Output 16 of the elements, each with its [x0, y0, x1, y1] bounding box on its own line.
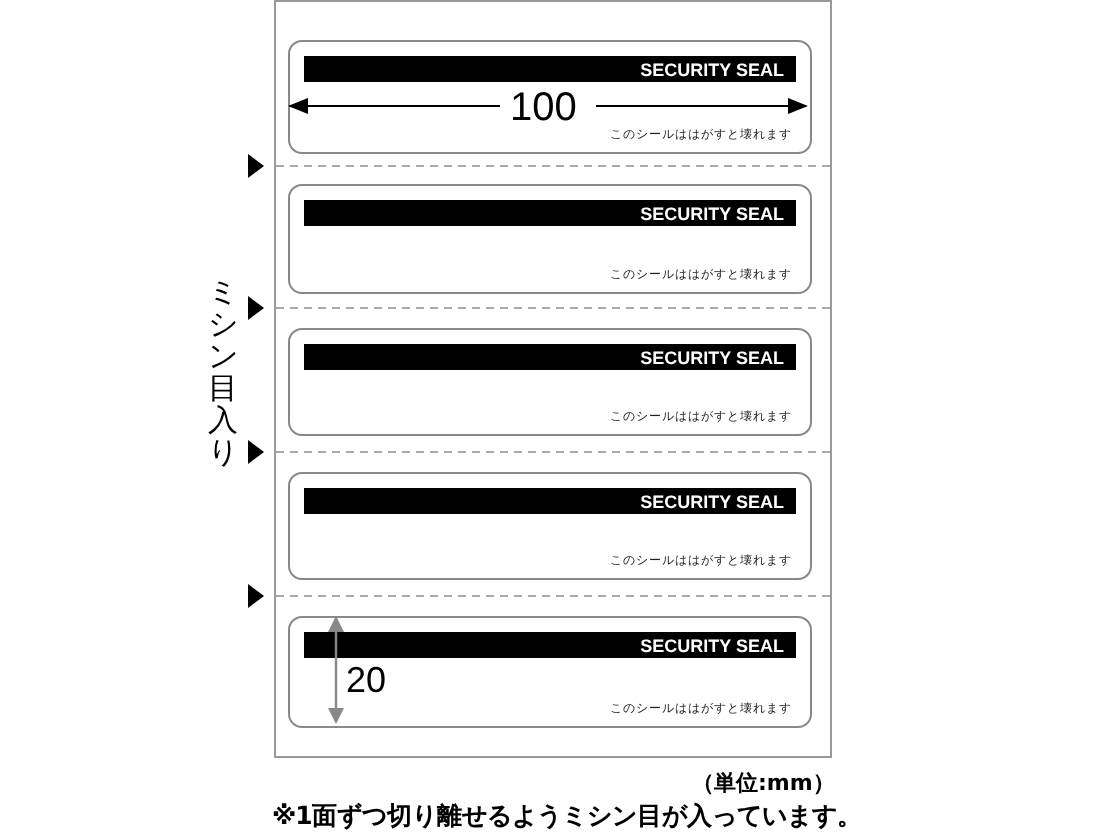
- perforation-caption: ミシン目入り: [208, 276, 240, 468]
- seal-title: SECURITY SEAL: [304, 632, 796, 658]
- seal-title: SECURITY SEAL: [304, 344, 796, 370]
- dimension-value: 20: [346, 660, 387, 702]
- seal-label: [288, 616, 812, 728]
- unit-note: （単位:mm）: [692, 768, 835, 798]
- seal-label: [288, 184, 812, 294]
- seal-title: SECURITY SEAL: [304, 200, 796, 226]
- label-sheet: [274, 0, 832, 758]
- seal-label: [288, 472, 812, 580]
- dimension-value: 100: [510, 86, 577, 132]
- seal-title: SECURITY SEAL: [304, 56, 796, 82]
- seal-label: [288, 40, 812, 154]
- seal-label: [288, 328, 812, 436]
- seal-title: SECURITY SEAL: [304, 488, 796, 514]
- footnote: ※1面ずつ切り離せるようミシン目が入っています。: [272, 800, 862, 834]
